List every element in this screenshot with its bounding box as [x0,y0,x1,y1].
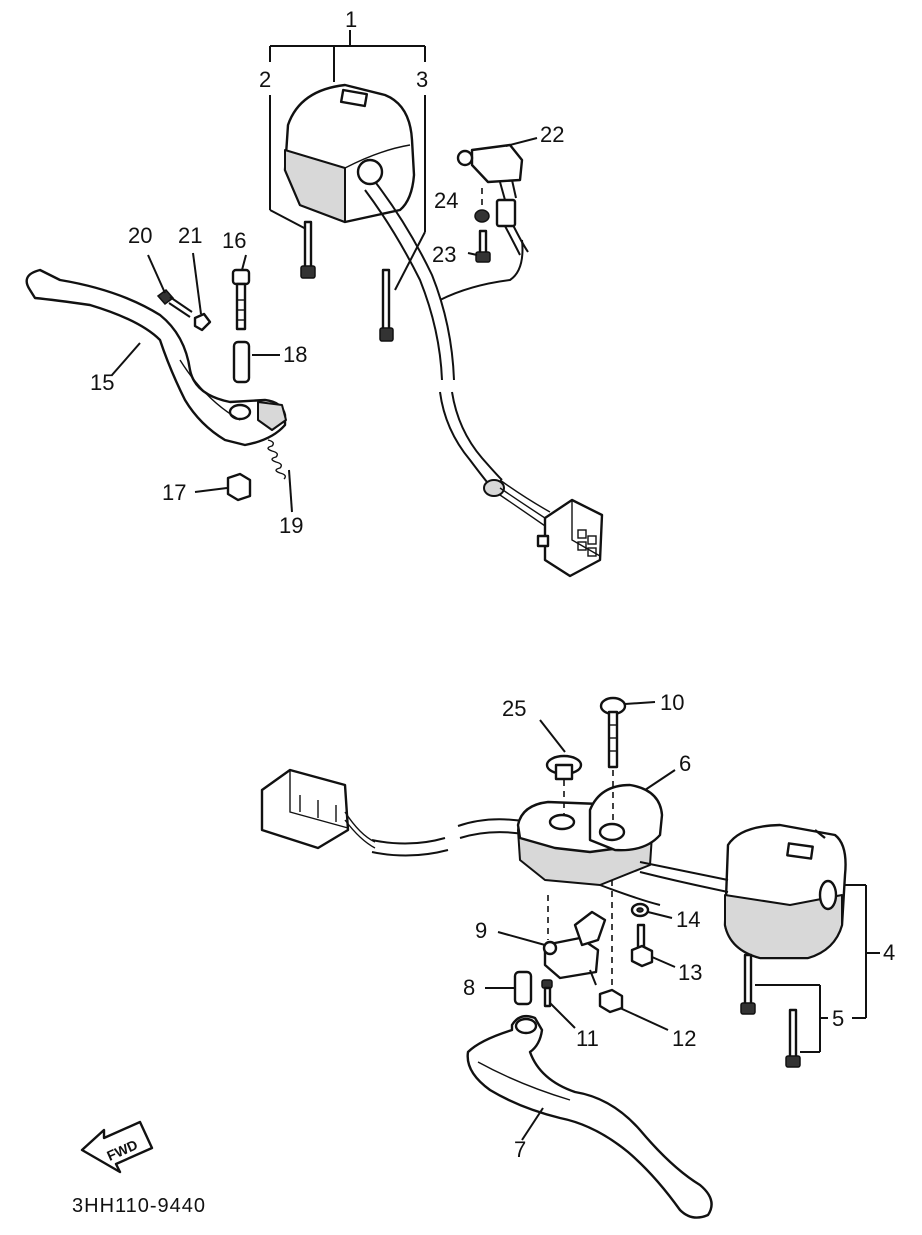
label-part-13: 13 [678,960,702,985]
label-part-10: 10 [660,690,684,715]
label-part-12: 12 [672,1026,696,1051]
screw-part-2 [269,95,316,279]
label-part-14: 14 [676,907,700,932]
screw-part-5 [740,953,828,1068]
washer-part-24 [474,188,490,223]
label-part-19: 19 [279,513,303,538]
cap-part-25 [539,719,583,815]
right-switch-cable [599,861,729,906]
label-part-17: 17 [162,480,186,505]
label-part-2: 2 [259,67,271,92]
label-part-21: 21 [178,223,202,248]
nut-part-21 [192,252,212,332]
bolt-part-10 [599,696,656,820]
label-part-8: 8 [463,975,475,1000]
left-handlebar-switch [283,83,416,224]
spring-part-19 [267,439,293,513]
label-part-7: 7 [514,1137,526,1162]
right-switch-connector [260,768,376,850]
label-part-22: 22 [540,122,564,147]
brake-switch-part-9 [497,895,607,986]
label-part-24: 24 [434,188,458,213]
screw-part-23 [475,229,491,263]
label-part-16: 16 [222,228,246,253]
bolt-part-20 [147,254,193,318]
label-part-15: 15 [90,370,114,395]
collar-part-8 [485,970,533,1006]
right-handlebar-switch-part-4 [723,823,847,960]
washer-part-14 [630,902,673,919]
left-switch-wire-harness [364,182,551,529]
label-part-3: 3 [416,67,428,92]
label-part-25: 25 [502,696,526,721]
label-part-11: 11 [576,1026,599,1051]
label-part-9: 9 [475,918,487,943]
label-part-1: 1 [345,7,357,32]
label-part-6: 6 [679,751,691,776]
clutch-switch-part-22 [456,137,538,256]
screw-part-11 [541,979,576,1029]
collar-part-18 [232,340,280,384]
nut-part-12 [598,880,669,1031]
master-cylinder-bracket-part-6 [516,769,676,886]
bolt-part-13 [630,923,676,968]
left-switch-connector [536,498,604,578]
nut-part-17 [194,472,252,502]
label-part-20: 20 [128,223,152,248]
label-part-4: 4 [883,940,895,965]
drawing-code: 3HH110-9440 [72,1195,206,1217]
fwd-arrow-icon: FWD [80,1120,154,1174]
clutch-lever-part-15 [25,268,287,447]
label-part-23: 23 [432,242,456,267]
label-part-18: 18 [283,342,307,367]
brake-lever-part-7 [466,1014,713,1219]
right-switch-wire-harness [371,818,531,857]
bolt-part-16 [231,268,251,331]
bracket-part-1 [269,30,426,82]
bracket-part-4 [845,884,880,1019]
label-part-5: 5 [832,1006,844,1031]
